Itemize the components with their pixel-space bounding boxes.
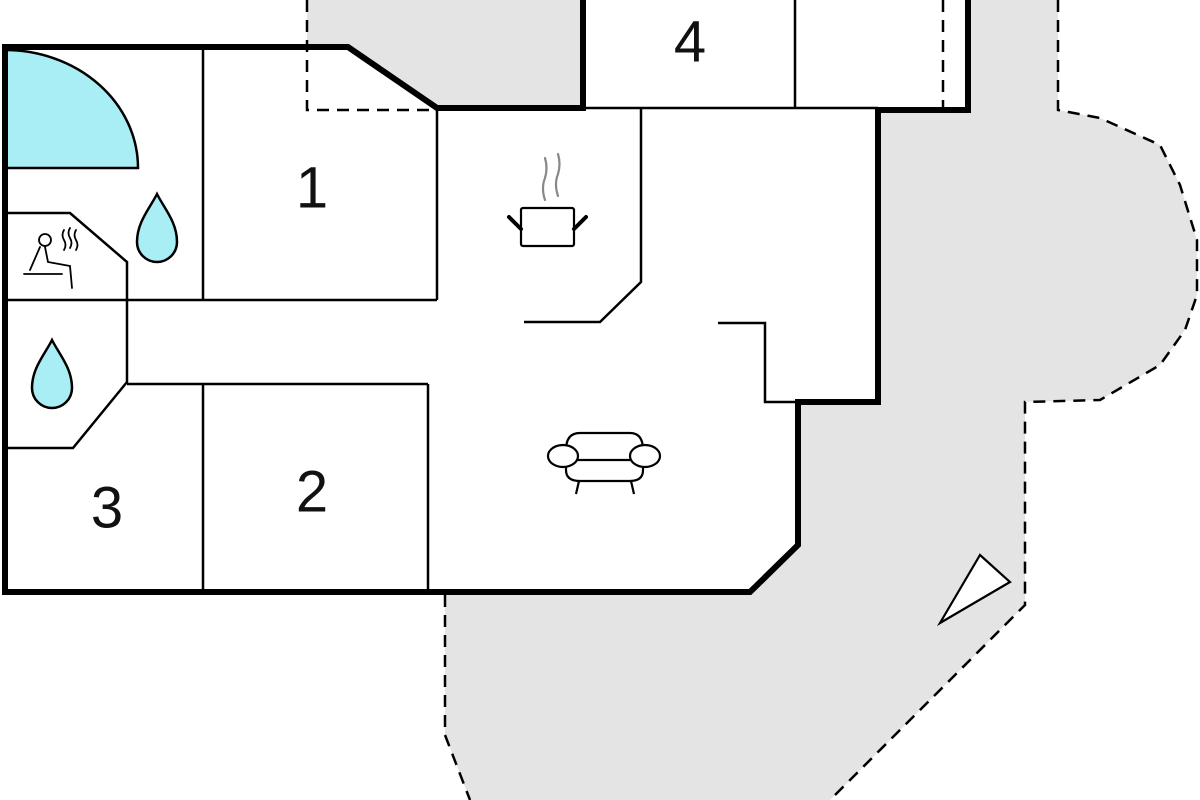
pool bbox=[3, 48, 140, 170]
terrace-outlines bbox=[305, 0, 1199, 800]
sauna-icon bbox=[23, 227, 79, 289]
armchair-icon bbox=[546, 431, 662, 495]
shower-icon bbox=[30, 337, 74, 410]
exterior-walls bbox=[2, 0, 971, 595]
room-label-1: 1 bbox=[296, 156, 328, 221]
compass-arrow-icon bbox=[936, 553, 1012, 627]
house-floor bbox=[5, 0, 968, 592]
room-label-3: 3 bbox=[91, 476, 123, 541]
shower-icon bbox=[135, 191, 179, 264]
room-label-4: 4 bbox=[674, 10, 706, 75]
room-label-2: 2 bbox=[296, 460, 328, 525]
cooking-pot-icon bbox=[507, 152, 588, 248]
terrace-right bbox=[445, 0, 1197, 800]
